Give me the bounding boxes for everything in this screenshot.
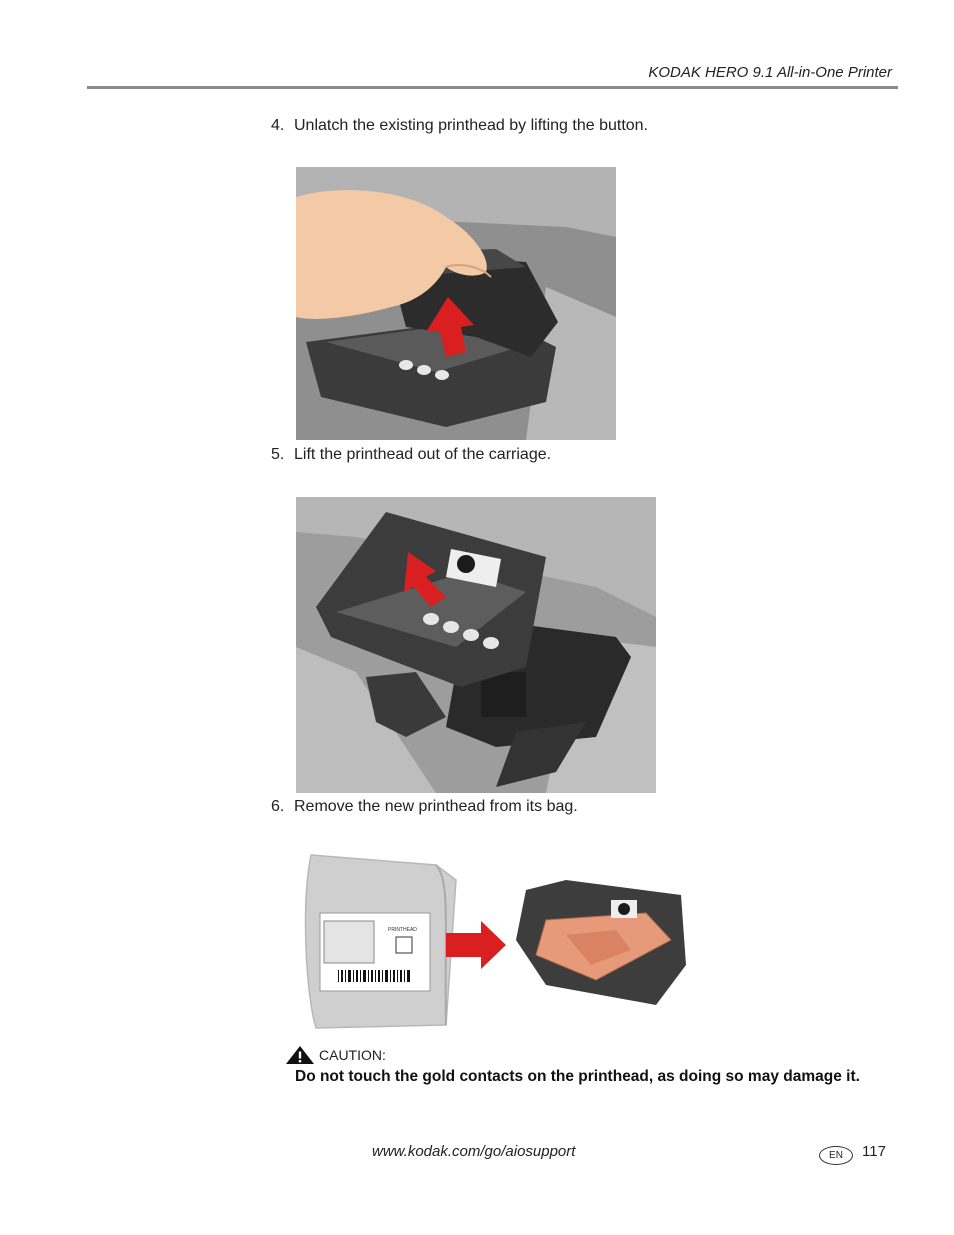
step-number: 6. — [271, 798, 285, 815]
step-4: 4. Unlatch the existing printhead by lift… — [271, 117, 648, 135]
illustration-bag: PRINTHEAD — [304, 854, 686, 1029]
caution-text: Do not touch the gold contacts on the pr… — [295, 1068, 860, 1085]
figure-remove-from-bag: PRINTHEAD — [296, 845, 691, 1033]
step-number: 5. — [271, 446, 285, 463]
step-text: Remove the new printhead from its bag. — [294, 798, 578, 815]
figure-lift-printhead — [296, 497, 656, 793]
header-title: KODAK HERO 9.1 All-in-One Printer — [648, 64, 892, 81]
figure-unlatch-printhead — [296, 167, 616, 440]
header-rule — [87, 86, 898, 89]
bag-label-text: PRINTHEAD — [388, 927, 417, 933]
page-number: 117 — [862, 1143, 886, 1160]
step-text: Unlatch the existing printhead by liftin… — [294, 117, 648, 134]
step-number: 4. — [271, 117, 285, 134]
warning-icon — [286, 1046, 314, 1064]
step-5: 5. Lift the printhead out of the carriage… — [271, 446, 551, 464]
illustration-lift — [296, 497, 656, 793]
language-badge: EN — [819, 1146, 853, 1165]
footer-url[interactable]: www.kodak.com/go/aiosupport — [372, 1143, 576, 1160]
step-text: Lift the printhead out of the carriage. — [294, 446, 552, 463]
step-6: 6. Remove the new printhead from its bag. — [271, 798, 578, 816]
caution-heading: CAUTION: — [285, 1045, 386, 1065]
caution-label: CAUTION: — [319, 1047, 386, 1063]
illustration-unlatch — [296, 167, 616, 440]
